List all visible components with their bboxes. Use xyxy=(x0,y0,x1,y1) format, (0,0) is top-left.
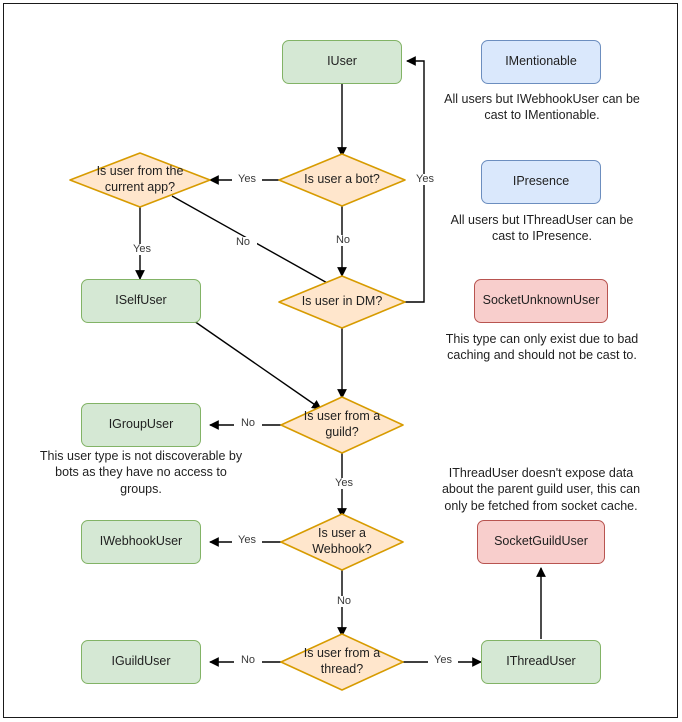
node-ithreaduser[interactable]: IThreadUser xyxy=(481,640,601,684)
note-socketunknownuser: This type can only exist due to bad cach… xyxy=(445,332,639,363)
edge-label-currentapp-no: No xyxy=(229,237,257,248)
node-imentionable[interactable]: IMentionable xyxy=(481,40,601,84)
node-ipresence-label: IPresence xyxy=(512,174,570,189)
node-iguilduser[interactable]: IGuildUser xyxy=(81,640,201,684)
edge-label-isthread-yes: Yes xyxy=(428,655,458,666)
edge-label-isguild-yes: Yes xyxy=(329,478,359,489)
node-imentionable-label: IMentionable xyxy=(505,54,577,69)
decision-is-current-app-shape xyxy=(69,152,211,208)
node-iselfuser-label: ISelfUser xyxy=(115,293,167,308)
edge-label-isguild-no: No xyxy=(234,418,262,429)
edge-label-isthread-no: No xyxy=(234,655,262,666)
note-socketguilduser: IThreadUser doesn't expose data about th… xyxy=(441,466,641,513)
edge-label-isbot-no: No xyxy=(329,235,357,246)
edge-iselfuser-to-isguild xyxy=(193,320,322,410)
note-imentionable: All users but IWebhookUser can be cast t… xyxy=(444,92,640,123)
decision-is-webhook-shape xyxy=(280,513,404,571)
edge-label-iswebhook-no: No xyxy=(330,596,358,607)
edge-label-iswebhook-yes: Yes xyxy=(232,535,262,546)
decision-is-bot-shape xyxy=(278,153,406,207)
node-iselfuser[interactable]: ISelfUser xyxy=(81,279,201,323)
node-iwebhookuser-label: IWebhookUser xyxy=(99,534,183,549)
node-ithreaduser-label: IThreadUser xyxy=(506,654,576,669)
node-igroupuser-label: IGroupUser xyxy=(108,417,174,432)
decision-is-from-guild-shape xyxy=(280,396,404,454)
edge-layer xyxy=(69,56,546,691)
edge-label-currentapp-yes: Yes xyxy=(127,244,157,255)
node-iguilduser-label: IGuildUser xyxy=(111,654,171,669)
note-igroupuser: This user type is not discoverable by bo… xyxy=(39,449,243,496)
edge-label-isbot-yes: Yes xyxy=(232,174,262,185)
node-iwebhookuser[interactable]: IWebhookUser xyxy=(81,520,201,564)
edge-label-isdm-yes: Yes xyxy=(410,174,440,185)
node-socketunknownuser-label: SocketUnknownUser xyxy=(482,293,600,308)
node-socketunknownuser[interactable]: SocketUnknownUser xyxy=(474,279,608,323)
node-ipresence[interactable]: IPresence xyxy=(481,160,601,204)
node-iuser[interactable]: IUser xyxy=(282,40,402,84)
node-socketguilduser[interactable]: SocketGuildUser xyxy=(477,520,605,564)
node-igroupuser[interactable]: IGroupUser xyxy=(81,403,201,447)
node-iuser-label: IUser xyxy=(327,54,357,69)
node-socketguilduser-label: SocketGuildUser xyxy=(494,534,588,549)
decision-is-from-thread-shape xyxy=(280,633,404,691)
decision-is-in-dm-shape xyxy=(278,275,406,329)
diagram-canvas: IUser ISelfUser IGroupUser IWebhookUser … xyxy=(3,3,678,718)
note-ipresence: All users but IThreadUser can be cast to… xyxy=(450,213,634,244)
